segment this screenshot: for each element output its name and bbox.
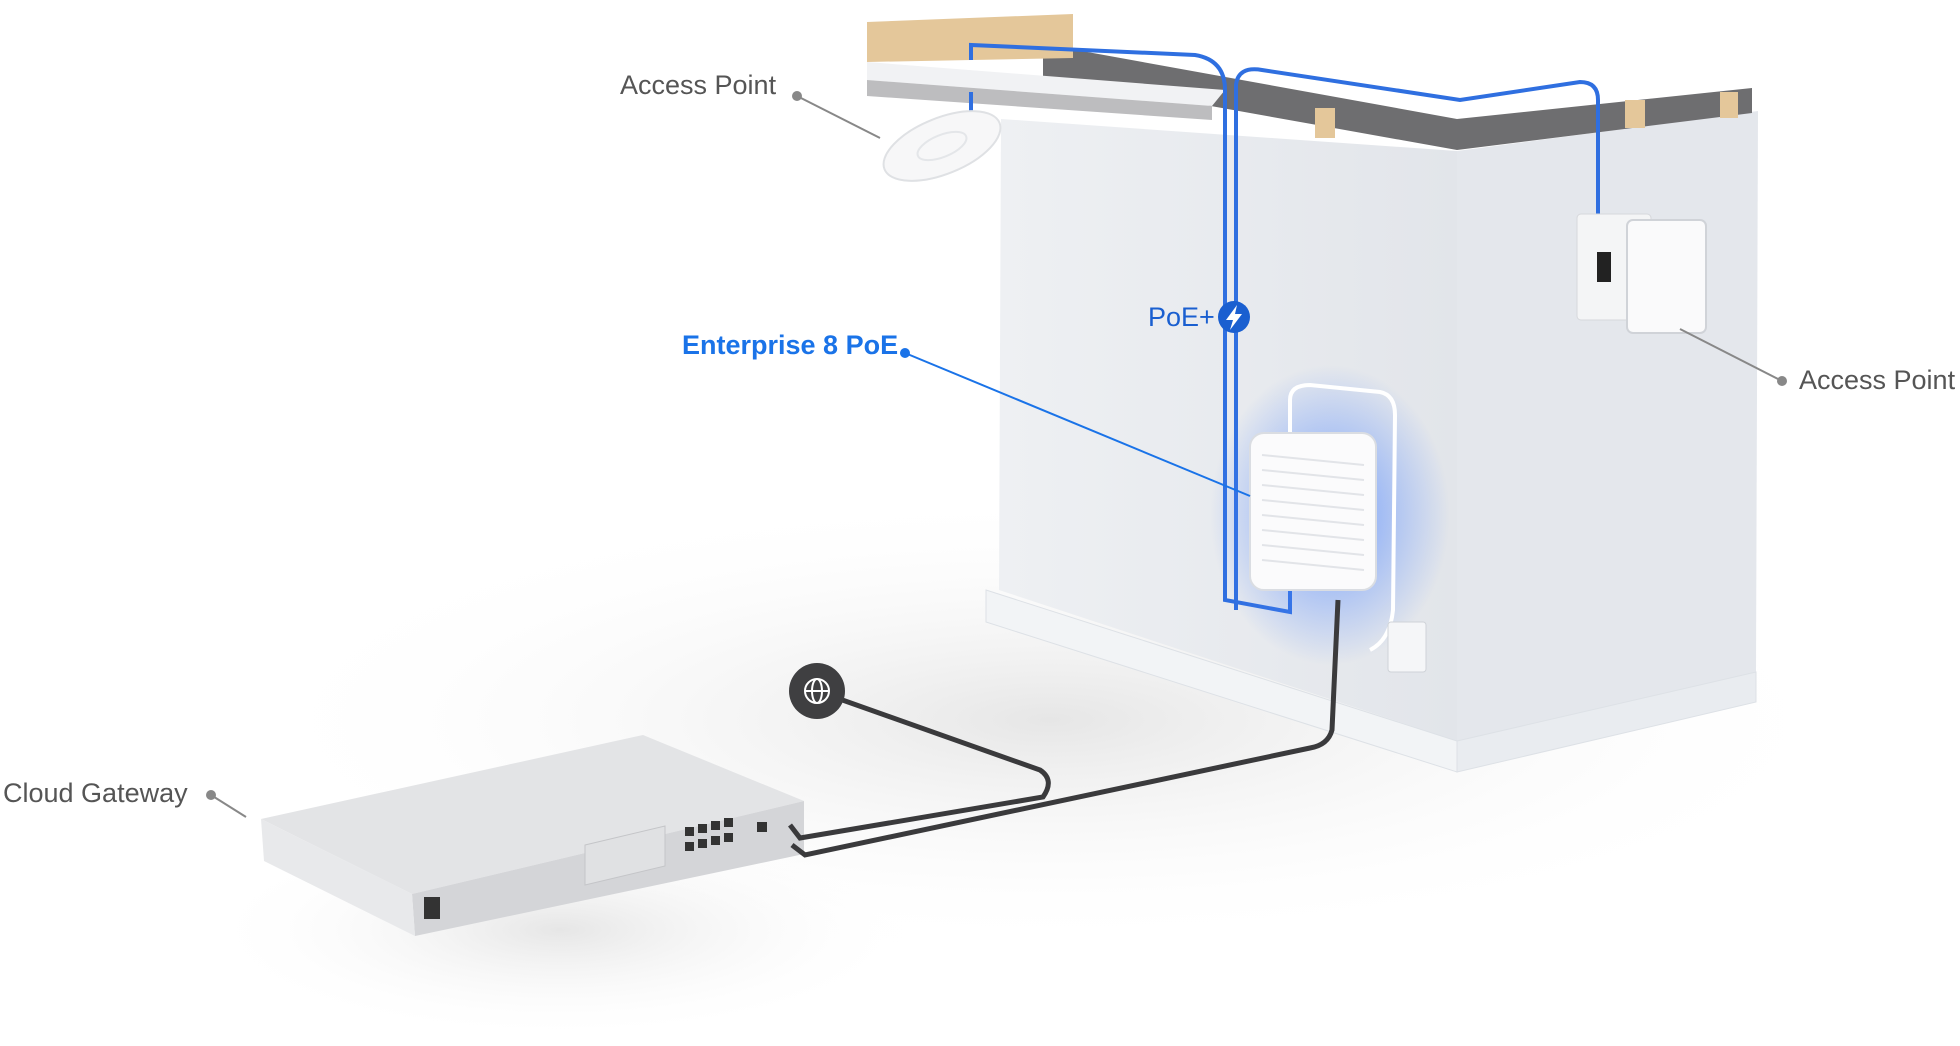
- cloud-gateway-device: [261, 735, 804, 936]
- poe-cables: [969, 42, 1600, 615]
- ceiling-access-point: [882, 92, 1002, 182]
- enterprise-8-poe-switch: [1249, 432, 1377, 591]
- label-access-point-ceiling: Access Point: [620, 70, 777, 100]
- label-access-point-wall: Access Point: [1799, 365, 1956, 395]
- power-outlet: [1387, 621, 1427, 673]
- brick-top: [1043, 44, 1752, 150]
- ethernet-cables: [788, 599, 1341, 858]
- leader-lines: [206, 91, 1787, 818]
- label-poe: PoE+: [1148, 302, 1215, 332]
- ceiling: [867, 14, 1225, 120]
- label-cloud-gateway: Cloud Gateway: [3, 778, 188, 808]
- globe-icon: [789, 663, 845, 719]
- wall-access-point: [1576, 213, 1707, 334]
- lightning-bolt-icon: [1218, 301, 1250, 333]
- label-enterprise-8-poe: Enterprise 8 PoE: [682, 330, 899, 360]
